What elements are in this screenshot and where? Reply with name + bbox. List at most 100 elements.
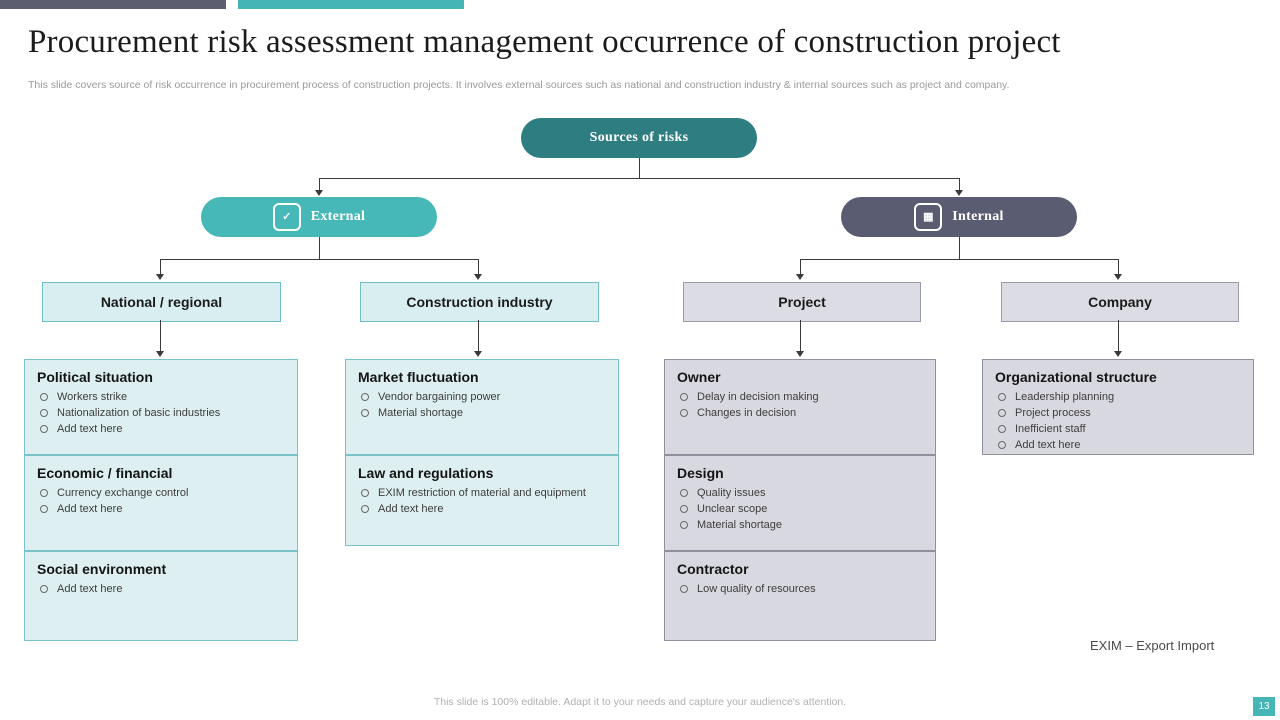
card-political-situation[interactable]: Political situation Workers strike Natio… xyxy=(24,359,298,455)
category-construction-industry[interactable]: Construction industry xyxy=(360,282,599,322)
card-item-list: Workers strike Nationalization of basic … xyxy=(37,389,287,437)
list-item: Add text here xyxy=(37,581,287,597)
list-item-label: Add text here xyxy=(57,423,123,435)
bullet-icon xyxy=(998,409,1006,417)
connector-root-stem xyxy=(639,158,640,178)
bullet-icon xyxy=(361,505,369,513)
list-item-label: Add text here xyxy=(1015,439,1081,451)
footer-note: This slide is 100% editable. Adapt it to… xyxy=(433,696,847,708)
category-construction-industry-label: Construction industry xyxy=(406,294,553,310)
node-root-label: Sources of risks xyxy=(589,130,689,145)
card-heading: Organizational structure xyxy=(995,369,1157,385)
card-market-fluctuation[interactable]: Market fluctuation Vendor bargaining pow… xyxy=(345,359,619,455)
category-project[interactable]: Project xyxy=(683,282,921,322)
connector-construction-drop xyxy=(478,259,479,275)
card-heading: Contractor xyxy=(677,561,749,577)
bullet-icon xyxy=(40,505,48,513)
list-item-label: Inefficient staff xyxy=(1015,423,1086,435)
node-internal[interactable]: ▦ Internal xyxy=(841,197,1077,237)
bullet-icon xyxy=(998,393,1006,401)
bullet-icon xyxy=(680,409,688,417)
list-item: Inefficient staff xyxy=(995,421,1243,437)
list-item-label: Add text here xyxy=(378,503,444,515)
list-item: Material shortage xyxy=(677,517,925,533)
page-subtitle: This slide covers source of risk occurre… xyxy=(28,79,1010,91)
list-item-label: Low quality of resources xyxy=(697,583,816,595)
bullet-icon xyxy=(680,505,688,513)
card-heading: Economic / financial xyxy=(37,465,173,481)
bullet-icon xyxy=(40,409,48,417)
connector-project-drop xyxy=(800,259,801,275)
card-item-list: Add text here xyxy=(37,581,287,597)
connector-company-drop xyxy=(1118,259,1119,275)
list-item: Changes in decision xyxy=(677,405,925,421)
connector-company-to-card xyxy=(1118,320,1119,352)
bullet-icon xyxy=(680,393,688,401)
bullet-icon xyxy=(680,585,688,593)
arrow-national-to-card xyxy=(156,351,164,357)
list-item: Add text here xyxy=(995,437,1243,453)
grid-icon: ▦ xyxy=(914,203,943,231)
card-item-list: Delay in decision making Changes in deci… xyxy=(677,389,925,421)
connector-root-bus xyxy=(319,178,960,179)
list-item: Leadership planning xyxy=(995,389,1243,405)
list-item-label: Project process xyxy=(1015,407,1091,419)
card-item-list: Vendor bargaining power Material shortag… xyxy=(358,389,608,421)
node-external[interactable]: ✓ External xyxy=(201,197,437,237)
card-social-environment[interactable]: Social environment Add text here xyxy=(24,551,298,641)
list-item: Delay in decision making xyxy=(677,389,925,405)
list-item: Unclear scope xyxy=(677,501,925,517)
list-item-label: Workers strike xyxy=(57,391,128,403)
bullet-icon xyxy=(40,489,48,497)
bullet-icon xyxy=(998,425,1006,433)
node-internal-content: ▦ Internal xyxy=(914,203,1003,231)
category-company-label: Company xyxy=(1088,294,1152,310)
card-item-list: Currency exchange control Add text here xyxy=(37,485,287,517)
list-item: Quality issues xyxy=(677,485,925,501)
list-item: Nationalization of basic industries xyxy=(37,405,287,421)
connector-internal-bus xyxy=(800,259,1119,260)
arrow-project-to-card xyxy=(796,351,804,357)
category-national-regional[interactable]: National / regional xyxy=(42,282,281,322)
connector-national-drop xyxy=(160,259,161,275)
card-item-list: Low quality of resources xyxy=(677,581,925,597)
legend-exim: EXIM – Export Import xyxy=(1090,638,1215,653)
connector-external-stem xyxy=(319,237,320,259)
list-item: Low quality of resources xyxy=(677,581,925,597)
card-contractor[interactable]: Contractor Low quality of resources xyxy=(664,551,936,641)
node-external-content: ✓ External xyxy=(272,203,366,231)
leaf-icon: ✓ xyxy=(272,203,301,231)
card-item-list: Leadership planning Project process Inef… xyxy=(995,389,1243,453)
category-company[interactable]: Company xyxy=(1001,282,1239,322)
list-item-label: EXIM restriction of material and equipme… xyxy=(378,487,586,499)
bullet-icon xyxy=(680,489,688,497)
connector-external-bus xyxy=(160,259,479,260)
bullet-icon xyxy=(361,393,369,401)
card-heading: Market fluctuation xyxy=(358,369,479,385)
connector-external-drop xyxy=(319,178,320,191)
card-organizational-structure[interactable]: Organizational structure Leadership plan… xyxy=(982,359,1254,455)
list-item-label: Quality issues xyxy=(697,487,766,499)
card-law-and-regulations[interactable]: Law and regulations EXIM restriction of … xyxy=(345,455,619,546)
card-item-list: Quality issues Unclear scope Material sh… xyxy=(677,485,925,533)
card-owner[interactable]: Owner Delay in decision making Changes i… xyxy=(664,359,936,455)
card-heading: Political situation xyxy=(37,369,153,385)
list-item: Workers strike xyxy=(37,389,287,405)
list-item-label: Leadership planning xyxy=(1015,391,1115,403)
node-sources-of-risks[interactable]: Sources of risks xyxy=(521,118,757,158)
list-item: EXIM restriction of material and equipme… xyxy=(358,485,608,501)
list-item-label: Vendor bargaining power xyxy=(378,391,501,403)
bullet-icon xyxy=(361,409,369,417)
node-external-label: External xyxy=(310,209,366,224)
accent-bar-teal xyxy=(238,0,464,9)
bullet-icon xyxy=(680,521,688,529)
list-item-label: Changes in decision xyxy=(697,407,797,419)
arrow-to-construction xyxy=(474,274,482,280)
card-design[interactable]: Design Quality issues Unclear scope Mate… xyxy=(664,455,936,551)
list-item-label: Add text here xyxy=(57,583,123,595)
card-economic-financial[interactable]: Economic / financial Currency exchange c… xyxy=(24,455,298,551)
card-item-list: EXIM restriction of material and equipme… xyxy=(358,485,608,517)
list-item: Add text here xyxy=(358,501,608,517)
page-title: Procurement risk assessment management o… xyxy=(28,24,1061,60)
